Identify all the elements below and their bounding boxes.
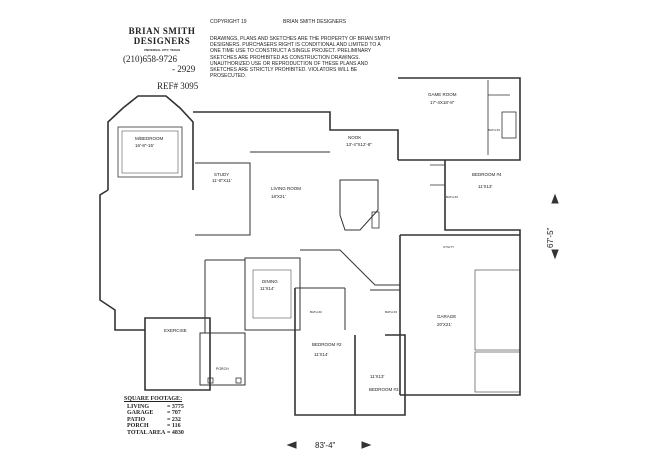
- master-bedroom-wall: [107, 95, 194, 190]
- room-bath3: BATH #3: [446, 195, 458, 199]
- sqft-row: LIVING = 3775: [124, 404, 184, 411]
- room-bed3-name: BEDROOM #3: [369, 387, 399, 392]
- room-dining-name: DINING: [262, 279, 278, 284]
- room-bath4: BATH #4: [488, 128, 500, 132]
- room-study-name: STUDY: [214, 172, 229, 177]
- sqft-value: = 707: [167, 410, 181, 417]
- room-living-size: 18'X21': [271, 194, 286, 199]
- sqft-row: GARAGE = 707: [124, 410, 184, 417]
- copyright-owner: BRIAN SMITH DESIGNERS: [283, 19, 347, 25]
- copyright-notice: DRAWINGS, PLANS AND SKETCHES ARE THE PRO…: [210, 36, 390, 80]
- room-master-name: M/BEDROOM: [135, 136, 164, 141]
- sqft-label: LIVING: [127, 403, 150, 410]
- designer-name-line2: DESIGNERS: [133, 36, 191, 46]
- arrow-up-icon: [551, 193, 559, 204]
- room-bed4-name: BEDROOM #4: [472, 172, 502, 177]
- sqft-label: PORCH: [127, 423, 149, 430]
- sqft-row: TOTAL AREA= 4830: [124, 430, 184, 437]
- plan-reference: REF# 3095: [157, 81, 199, 91]
- sqft-label: TOTAL AREA: [127, 429, 166, 436]
- room-living-name: LIVING ROOM: [271, 186, 301, 191]
- sqft-value: = 3775: [167, 403, 184, 410]
- room-game-size: 17'-4X18'-8": [430, 100, 455, 105]
- width-dimension: 83'-4": [315, 441, 336, 450]
- sqft-label: GARAGE: [127, 410, 154, 417]
- arrow-right-icon: [361, 441, 372, 449]
- sqft-value: = 4830: [167, 429, 184, 436]
- room-bath-b: BATH #3: [385, 310, 397, 314]
- designer-phone-alt: - 2929: [172, 64, 196, 74]
- room-dining-size: 11'X14': [260, 286, 275, 291]
- sqft-row: PATIO = 232: [124, 417, 184, 424]
- room-bed4-size: 11'X13': [478, 184, 493, 189]
- copyright-label: COPYRIGHT 19: [210, 19, 247, 25]
- designer-name-line1: BRIAN SMITH: [128, 26, 196, 36]
- room-bed2-name: BEDROOM #2: [312, 342, 342, 347]
- sqft-row: PORCH = 116: [124, 423, 184, 430]
- room-garage-size: 20'X21': [437, 322, 452, 327]
- room-master-size: 16'-8"-15': [135, 143, 154, 148]
- room-porch-name: PORCH: [216, 367, 229, 371]
- room-study-size: 11'-8"X11': [212, 178, 232, 183]
- arrow-down-icon: [551, 249, 559, 260]
- room-bed2-size: 11'X14': [314, 352, 329, 357]
- designer-phone: (210)658-9726: [123, 54, 177, 64]
- designer-city: UNIVERSAL CITY, TEXAS: [143, 48, 181, 52]
- room-bath2: BATH #2: [310, 310, 322, 314]
- room-bed3-size: 11'X13': [370, 374, 385, 379]
- room-nook-size: 13'-4"X12'-8": [346, 142, 372, 147]
- sqft-label: PATIO: [127, 416, 146, 423]
- room-nook-name: NOOK: [348, 135, 361, 140]
- square-footage-table: SQUARE FOOTAGE: LIVING = 3775 GARAGE = 707…: [124, 396, 184, 437]
- room-game-name: GAME ROOM: [428, 92, 457, 97]
- room-exercise-name: EXERCISE: [164, 328, 187, 333]
- depth-dimension: 67'-5": [546, 227, 555, 248]
- sqft-value: = 116: [167, 423, 181, 430]
- room-garage-name: GARAGE: [437, 314, 456, 319]
- room-utility: UTILITY: [443, 245, 454, 249]
- arrow-left-icon: [286, 441, 297, 449]
- master-tray-ceiling: [117, 126, 183, 178]
- square-footage-heading: SQUARE FOOTAGE:: [124, 396, 183, 402]
- sqft-value: = 232: [167, 416, 181, 423]
- dining-wall: [244, 257, 301, 331]
